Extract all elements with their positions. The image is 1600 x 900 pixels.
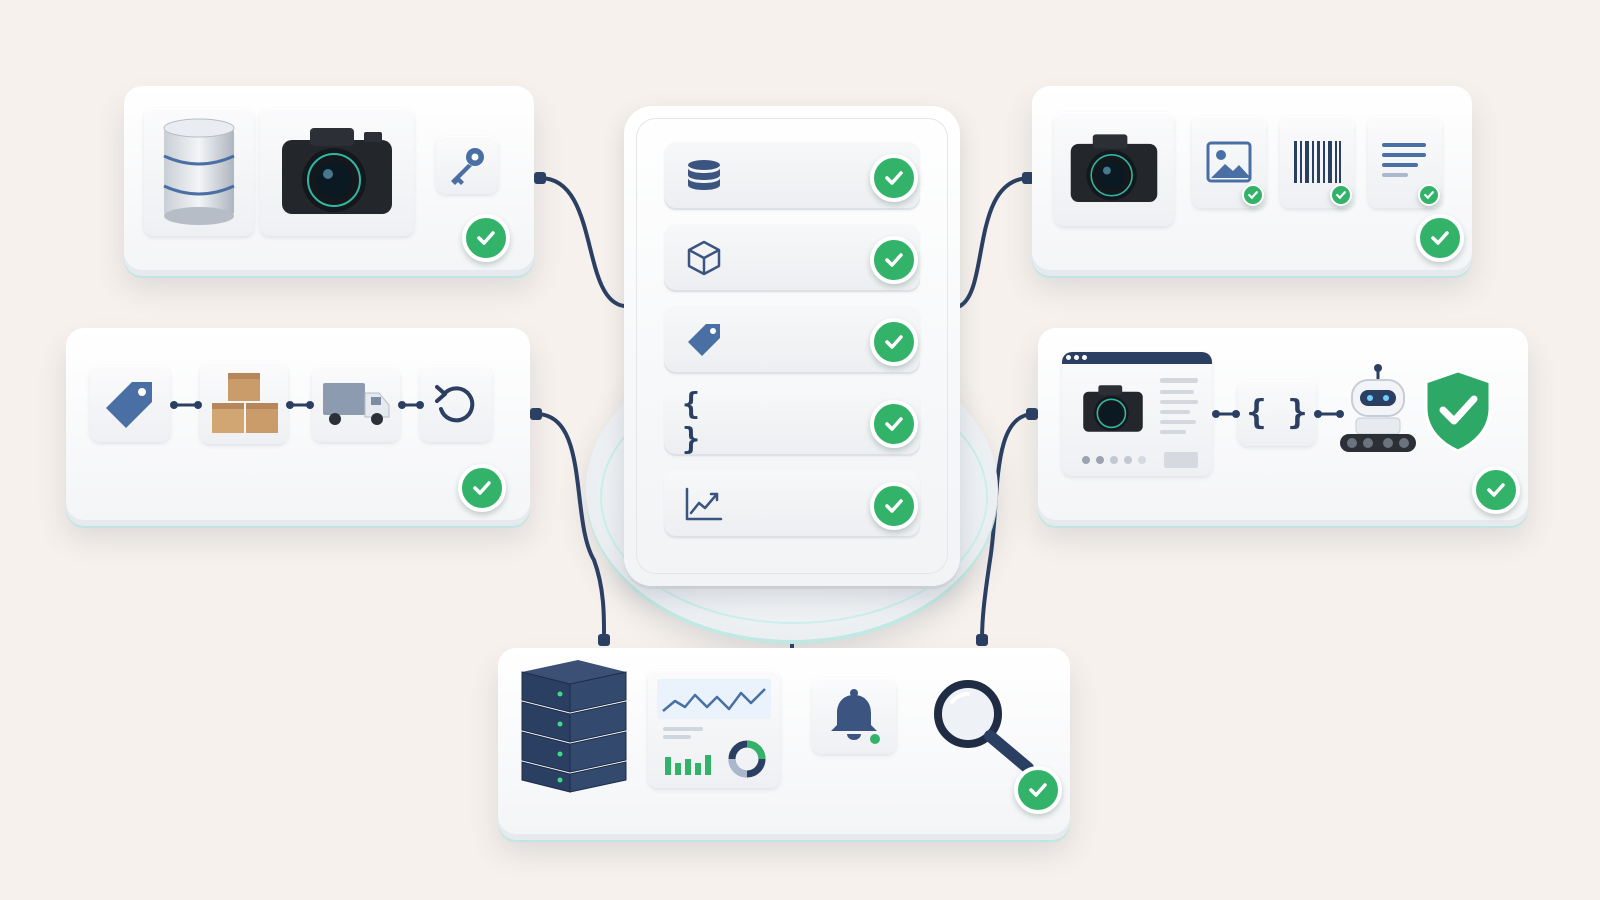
robot-icon xyxy=(1340,364,1416,452)
product-page-icon xyxy=(1062,352,1212,476)
tile-bell xyxy=(812,678,896,754)
connector-node xyxy=(534,172,546,184)
database-icon xyxy=(682,156,726,196)
card-data-capture[interactable] xyxy=(124,86,534,270)
hub-row-analytics[interactable] xyxy=(664,470,920,538)
check-icon xyxy=(462,214,510,262)
camera-icon xyxy=(282,128,392,214)
tile-truck xyxy=(312,366,400,442)
connector-node xyxy=(598,634,610,646)
image-icon xyxy=(1206,141,1252,183)
connector-node xyxy=(1026,408,1038,420)
cube-icon xyxy=(682,238,726,278)
check-icon xyxy=(1242,184,1264,206)
check-icon xyxy=(1014,766,1062,814)
tag-icon xyxy=(106,382,152,428)
hub-row-cube[interactable] xyxy=(664,224,920,292)
line-chart-icon xyxy=(682,484,726,524)
tile-tag xyxy=(90,366,170,442)
flow-connector xyxy=(170,401,424,409)
check-icon xyxy=(870,400,918,448)
hub-row-database[interactable] xyxy=(664,142,920,210)
tile-boxes xyxy=(200,362,288,444)
check-icon xyxy=(870,482,918,530)
key-icon xyxy=(451,148,484,185)
dashboard-icon xyxy=(648,670,780,788)
tag-icon xyxy=(682,320,726,360)
json-braces-icon: { } xyxy=(1246,393,1308,433)
json-braces-icon: { } xyxy=(682,387,701,457)
hub-row-json[interactable]: { } xyxy=(664,387,920,457)
connector-node xyxy=(976,634,988,646)
tile-image xyxy=(1192,116,1266,208)
tile-json: { } xyxy=(1238,380,1316,446)
check-icon xyxy=(870,318,918,366)
truck-icon xyxy=(323,383,390,425)
check-icon xyxy=(1472,466,1520,514)
check-icon xyxy=(870,154,918,202)
central-hub: { } xyxy=(624,106,960,586)
text-lines-icon xyxy=(1382,143,1426,177)
server-rack-icon xyxy=(521,660,627,793)
connector-node xyxy=(530,408,542,420)
hub-row-tag[interactable] xyxy=(664,306,920,374)
tile-barcode xyxy=(1280,116,1354,208)
camera-icon xyxy=(1070,134,1158,203)
return-icon xyxy=(435,385,475,423)
check-icon xyxy=(1330,184,1352,206)
check-icon xyxy=(458,464,506,512)
barcode-icon xyxy=(1294,141,1341,183)
tile-database xyxy=(144,108,254,236)
magnifier-icon xyxy=(934,680,1034,774)
bell-icon xyxy=(831,689,880,744)
check-icon xyxy=(1418,184,1440,206)
boxes-icon xyxy=(212,373,278,433)
card-monitoring[interactable] xyxy=(498,648,1070,834)
flow-connector xyxy=(1212,410,1344,418)
connector-node xyxy=(1022,172,1034,184)
camera-icon xyxy=(1083,385,1143,432)
check-icon xyxy=(1416,214,1464,262)
tile-return xyxy=(420,366,492,442)
tile-camera xyxy=(1054,112,1174,226)
database-icon xyxy=(163,118,235,225)
tile-key xyxy=(436,136,498,194)
card-listing-automation[interactable]: { } xyxy=(1038,328,1528,520)
shield-check-icon xyxy=(1424,369,1492,453)
tile-camera xyxy=(260,108,414,236)
card-logistics-flow[interactable] xyxy=(66,328,530,520)
tile-text-lines xyxy=(1368,116,1442,208)
check-icon xyxy=(870,236,918,284)
card-product-capture[interactable] xyxy=(1032,86,1472,270)
